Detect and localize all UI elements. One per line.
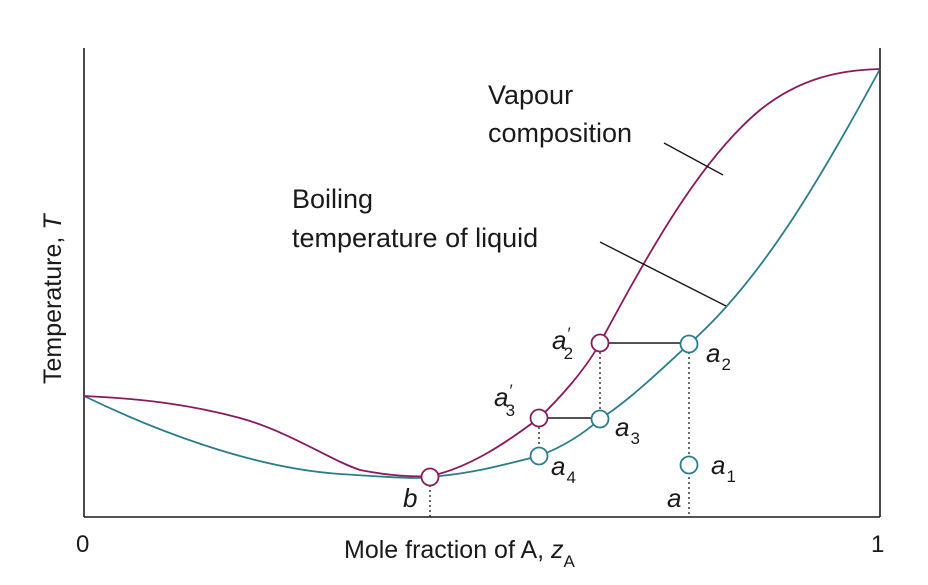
- label-a2prime: a′2: [552, 324, 573, 363]
- label-b: b: [403, 483, 417, 513]
- point-a2prime: [590, 333, 610, 353]
- liquid-leader: [599, 241, 727, 307]
- label-a1: a1: [711, 450, 736, 486]
- point-a3: [590, 409, 610, 429]
- label-a4: a4: [551, 451, 576, 487]
- vapour-leader: [663, 142, 724, 176]
- x-axis-title: Mole fraction of A, zA: [344, 536, 576, 571]
- label-a: a: [667, 483, 681, 513]
- liquid-label-line1: Boiling: [292, 184, 373, 214]
- y-axis-title: Temperature, T: [39, 213, 67, 384]
- vapour-label-line2: composition: [488, 118, 632, 148]
- point-a4: [529, 446, 549, 466]
- point-a3prime: [529, 408, 549, 428]
- x-tick-1: 1: [871, 531, 884, 558]
- vapour-label-line1: Vapour: [488, 80, 573, 110]
- point-a2: [679, 334, 699, 354]
- point-a1: [679, 455, 699, 475]
- liquid-curve: [83, 68, 881, 479]
- label-a3prime: a′3: [494, 381, 515, 420]
- x-tick-0: 0: [76, 531, 89, 558]
- point-b: [420, 467, 440, 487]
- liquid-label-line2: temperature of liquid: [292, 223, 538, 253]
- label-a2: a2: [706, 338, 731, 374]
- label-a3: a3: [615, 412, 640, 448]
- vapour-curve: [83, 68, 881, 478]
